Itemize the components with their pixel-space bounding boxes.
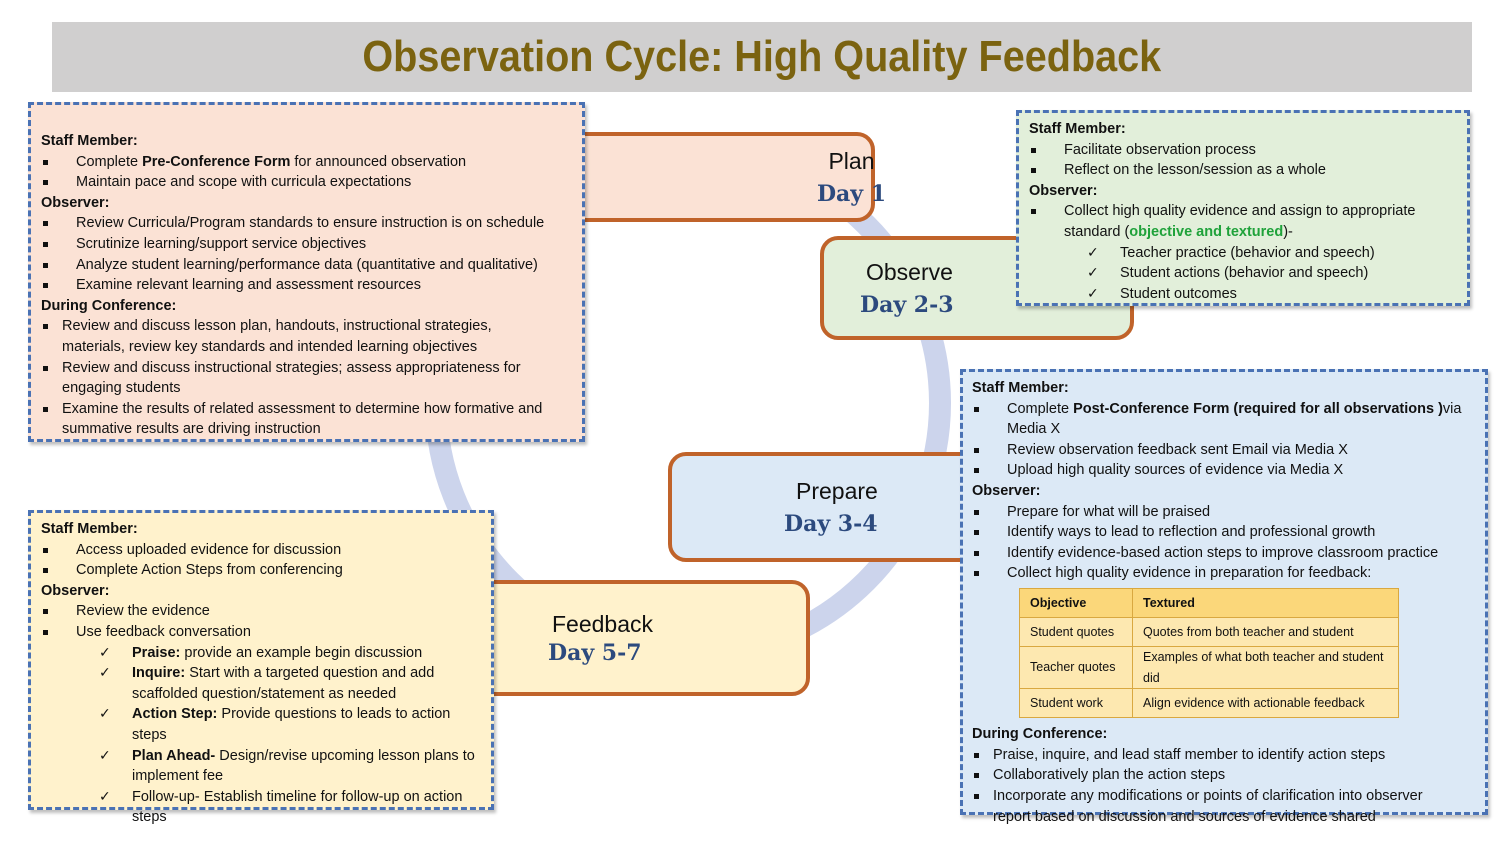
table-header-row: Objective Textured (1019, 587, 1399, 618)
stage-plan: Plan Day 1 (560, 132, 886, 222)
feedback-staff-list: Access uploaded evidence for discussion … (41, 540, 481, 581)
list-item: Collaboratively plan the action steps (972, 765, 1462, 786)
list-item: Complete Post-Conference Form (required … (972, 399, 1462, 440)
table-header: Textured (1132, 587, 1399, 618)
observe-observer-header: Observer: (1029, 182, 1098, 199)
list-item: Identify evidence-based action steps to … (972, 543, 1475, 564)
list-item: Upload high quality sources of evidence … (972, 460, 1462, 481)
list-item: Analyze student learning/performance dat… (41, 255, 572, 276)
observe-observer-list: Collect high quality evidence and assign… (1029, 201, 1457, 242)
observe-check-list: Teacher practice (behavior and speech) S… (1029, 243, 1457, 305)
table-cell: Student quotes (1019, 616, 1133, 647)
plan-panel: Staff Member: Complete Pre-Conference Fo… (28, 102, 585, 442)
list-item: Review Curricula/Program standards to en… (41, 213, 572, 234)
list-item: Examine the results of related assessmen… (41, 399, 556, 440)
list-item: Access uploaded evidence for discussion (41, 540, 481, 561)
prepare-conference-header: During Conference: (972, 726, 1108, 743)
feedback-observer-list: Review the evidence Use feedback convers… (41, 601, 481, 642)
check-item: Praise: provide an example begin discuss… (41, 643, 486, 664)
plan-conference-list: Review and discuss lesson plan, handouts… (41, 316, 556, 440)
plan-conference-header: During Conference: (41, 297, 177, 314)
stage-feedback-name: Feedback (552, 610, 654, 637)
check-item: Student outcomes (1029, 284, 1457, 305)
table-row: Student work Align evidence with actiona… (1019, 688, 1399, 719)
check-item: Action Step: Provide questions to leads … (41, 704, 486, 745)
observe-staff-header: Staff Member: (1029, 121, 1126, 137)
list-item: Complete Pre-Conference Form for announc… (41, 152, 572, 173)
list-item: Scrutinize learning/support service obje… (41, 234, 572, 255)
check-item: Student actions (behavior and speech) (1029, 263, 1457, 284)
table-cell: Quotes from both teacher and student (1132, 616, 1399, 647)
check-item: Plan Ahead- Design/revise upcoming lesso… (41, 746, 486, 787)
list-item: Examine relevant learning and assessment… (41, 275, 572, 296)
prepare-panel: Staff Member: Complete Post-Conference F… (960, 369, 1488, 825)
table-row: Teacher quotes Examples of what both tea… (1019, 645, 1399, 690)
table-cell: Align evidence with actionable feedback (1132, 688, 1399, 719)
plan-staff-list: Complete Pre-Conference Form for announc… (41, 152, 572, 193)
list-item: Review and discuss lesson plan, handouts… (41, 316, 556, 357)
prepare-staff-header: Staff Member: (972, 380, 1069, 396)
stage-observe-name: Observe (866, 258, 953, 285)
feedback-staff-header: Staff Member: (41, 521, 138, 537)
table-cell: Student work (1019, 688, 1133, 719)
check-item: Inquire: Start with a targeted question … (41, 663, 486, 704)
stage-observe-day: Day 2-3 (860, 291, 954, 318)
title-bar: Observation Cycle: High Quality Feedback (52, 22, 1472, 92)
stage-plan-name: Plan (828, 147, 875, 174)
stage-feedback-day: Day 5-7 (548, 639, 642, 666)
plan-observer-header: Observer: (41, 194, 110, 211)
list-item: Review observation feedback sent Email v… (972, 440, 1462, 461)
table-cell: Teacher quotes (1019, 645, 1133, 690)
list-item: Review the evidence (41, 601, 481, 622)
check-item: Follow-up- Establish timeline for follow… (41, 787, 486, 828)
page-title: Observation Cycle: High Quality Feedback (362, 32, 1162, 81)
list-item: Review and discuss instructional strateg… (41, 358, 556, 399)
feedback-observer-header: Observer: (41, 582, 110, 599)
list-item: Use feedback conversation (41, 622, 481, 643)
list-item: Praise, inquire, and lead staff member t… (972, 745, 1462, 766)
stage-plan-day: Day 1 (816, 180, 887, 207)
prepare-staff-list: Complete Post-Conference Form (required … (972, 399, 1462, 481)
observe-staff-list: Facilitate observation process Reflect o… (1029, 140, 1457, 181)
list-item: Prepare for what will be praised (972, 502, 1475, 523)
stage-prepare-name: Prepare (796, 477, 878, 504)
list-item: Incorporate any modifications or points … (972, 786, 1462, 827)
stage-prepare: Prepare Day 3-4 (668, 452, 988, 562)
check-item: Teacher practice (behavior and speech) (1029, 243, 1457, 264)
plan-staff-header: Staff Member: (41, 133, 138, 149)
prepare-observer-list: Prepare for what will be praised Identif… (972, 502, 1475, 584)
stage-feedback: Feedback Day 5-7 (462, 580, 810, 696)
table-header: Objective (1019, 587, 1133, 618)
feedback-check-list: Praise: provide an example begin discuss… (41, 643, 486, 828)
stage-prepare-day: Day 3-4 (784, 510, 878, 537)
evidence-table: Objective Textured Student quotes Quotes… (1019, 587, 1399, 719)
list-item: Complete Action Steps from conferencing (41, 560, 481, 581)
prepare-conference-list: Praise, inquire, and lead staff member t… (972, 745, 1462, 827)
table-row: Student quotes Quotes from both teacher … (1019, 616, 1399, 647)
list-item: Reflect on the lesson/session as a whole (1029, 160, 1457, 181)
list-item: Identify ways to lead to reflection and … (972, 522, 1475, 543)
list-item: Facilitate observation process (1029, 140, 1457, 161)
list-item: Collect high quality evidence and assign… (1029, 201, 1457, 242)
plan-observer-list: Review Curricula/Program standards to en… (41, 213, 572, 295)
observe-panel: Staff Member: Facilitate observation pro… (1016, 110, 1470, 306)
feedback-panel: Staff Member: Access uploaded evidence f… (28, 510, 494, 825)
list-item: Maintain pace and scope with curricula e… (41, 172, 572, 193)
table-cell: Examples of what both teacher and studen… (1132, 645, 1399, 690)
prepare-observer-header: Observer: (972, 482, 1041, 499)
list-item: Collect high quality evidence in prepara… (972, 563, 1475, 584)
